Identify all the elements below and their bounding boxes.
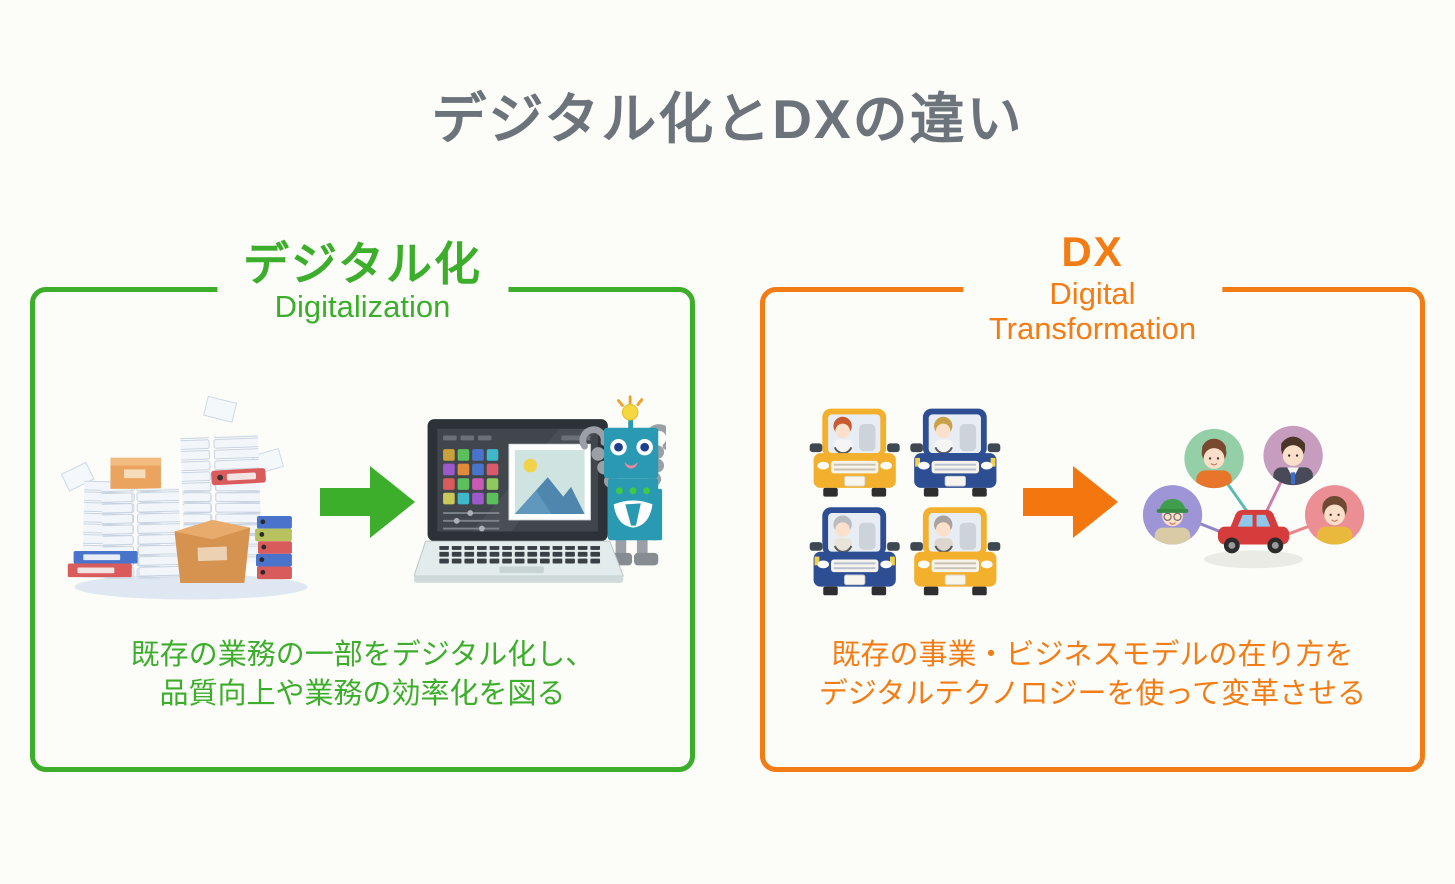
robot (578, 395, 666, 541)
lightbulb-rays-icon (616, 395, 643, 407)
page-title: デジタル化とDXの違い (431, 88, 1024, 150)
dx-header: DX Digital Transformation (962, 228, 1223, 346)
digitalization-box: デジタル化 Digitalization (30, 239, 695, 772)
dx-title-abbr: DX (1061, 228, 1124, 275)
dx-title-en-line1: Digital (1049, 276, 1136, 311)
binder (210, 468, 266, 486)
avatar-elderly-man-purple (1142, 485, 1202, 545)
arrow-right-icon (1022, 466, 1118, 538)
flying-paper-sheet (60, 395, 284, 492)
laptop (413, 419, 624, 583)
dx-box: DX Digital Transformation (760, 228, 1425, 772)
cardboard-box (109, 457, 161, 489)
dx-description: 既存の事業・ビジネスモデルの在り方を デジタルテクノロジーを使って変革させる (765, 636, 1420, 714)
car-front (809, 507, 900, 596)
four-cars-illustration (809, 408, 1000, 596)
car-front (809, 408, 900, 497)
car-front (909, 507, 1000, 596)
binder-stack (67, 550, 138, 578)
digitalization-description-line2: 品質向上や業務の効率化を図る (159, 678, 566, 710)
car-side-red (1217, 509, 1289, 554)
avatar-businessman-mauve (1262, 425, 1323, 486)
digitalization-description: 既存の業務の一部をデジタル化し、 品質向上や業務の効率化を図る (35, 636, 690, 714)
digitalization-header: デジタル化 Digitalization (216, 238, 509, 324)
car-front (909, 408, 1000, 497)
digitalization-illustration-row (35, 384, 690, 616)
arrow-right-icon (319, 466, 415, 538)
digitalization-title-en: Digitalization (274, 289, 451, 324)
avatar-woman-green (1183, 428, 1244, 489)
dx-title-en-line2: Transformation (988, 311, 1197, 346)
cardboard-box (174, 519, 250, 583)
paper-stacks-illustration (60, 395, 307, 600)
car-sharing-network-illustration (1142, 425, 1364, 569)
dx-description-line2: デジタルテクノロジーを使って変革させる (818, 678, 1367, 710)
digitalization-title-jp: デジタル化 (242, 238, 483, 290)
dx-description-line1: 既存の事業・ビジネスモデルの在り方を (831, 639, 1354, 671)
laptop-robot-illustration (413, 395, 666, 583)
dx-illustration-row (765, 384, 1420, 616)
avatar-woman-pink (1304, 485, 1364, 545)
digitalization-description-line1: 既存の業務の一部をデジタル化し、 (130, 639, 595, 671)
binder-stack (254, 516, 292, 580)
